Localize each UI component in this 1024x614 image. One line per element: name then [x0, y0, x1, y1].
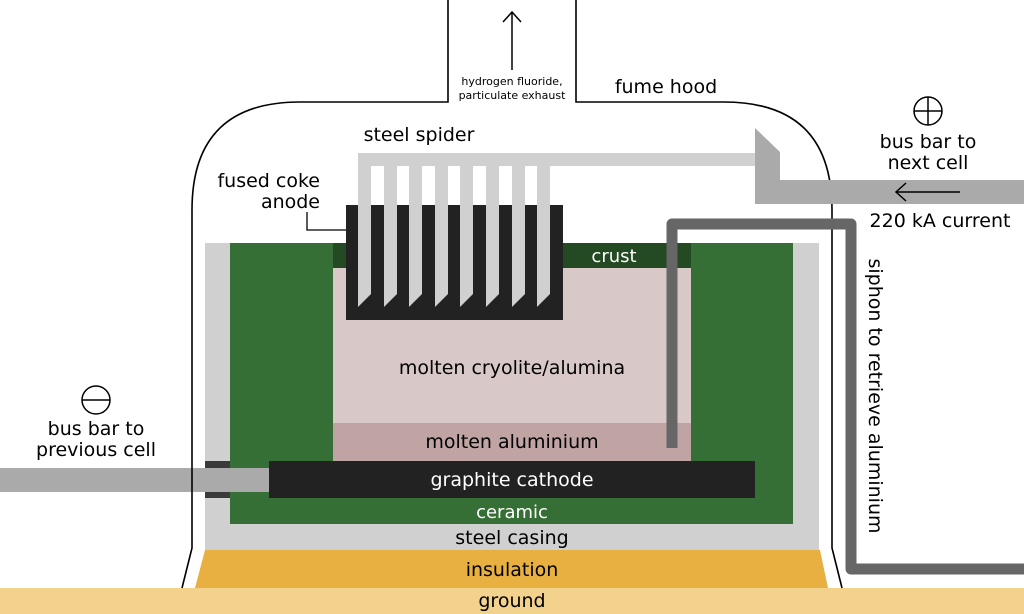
molten-aluminium-label: molten aluminium: [425, 431, 598, 453]
crust-label: crust: [591, 246, 636, 267]
steel-spider-label: steel spider: [364, 124, 475, 146]
cryolite-label: molten cryolite/alumina: [399, 357, 625, 379]
ground-label: ground: [478, 590, 545, 612]
ceramic-label: ceramic: [476, 502, 548, 523]
molten-aluminium-layer: [333, 423, 691, 461]
casing-label: steel casing: [455, 527, 568, 549]
arrow-up-icon: [502, 10, 522, 70]
arrow-left-icon: [894, 182, 960, 202]
fused-coke-anode: [346, 205, 563, 320]
cathode-label: graphite cathode: [430, 469, 593, 491]
exhaust-label-line2: particulate exhaust: [459, 89, 567, 102]
fume-hood-label: fume hood: [615, 76, 717, 98]
anode-leader-line: [306, 212, 346, 231]
exhaust-label-line1: hydrogen fluoride,: [461, 75, 562, 88]
minus-circle-icon: [81, 385, 111, 415]
siphon-label: siphon to retrieve aluminium: [864, 258, 886, 533]
bus-bar-next: [755, 180, 1024, 204]
bus-next-label-line1: bus bar to: [880, 131, 977, 153]
anode-label-line2: anode: [261, 191, 320, 213]
anode-rods: [358, 163, 550, 307]
graphite-cathode: [269, 461, 755, 498]
insulation-label: insulation: [466, 559, 559, 581]
bus-prev-label-line2: previous cell: [36, 439, 156, 461]
insulation-layer: [195, 550, 828, 588]
fume-hood-outline: [181, 0, 843, 589]
anode-label-line1: fused coke: [217, 170, 320, 192]
bus-prev-label-line1: bus bar to: [48, 418, 145, 440]
plus-circle-icon: [913, 96, 943, 126]
ground-layer: [0, 588, 1024, 614]
bus-bar-connector-gap: [205, 468, 230, 492]
bus-next-label-line2: next cell: [888, 152, 969, 174]
siphon-tube: [666, 218, 1024, 575]
steel-spider: [358, 128, 1024, 204]
current-label: 220 kA current: [870, 210, 1011, 232]
